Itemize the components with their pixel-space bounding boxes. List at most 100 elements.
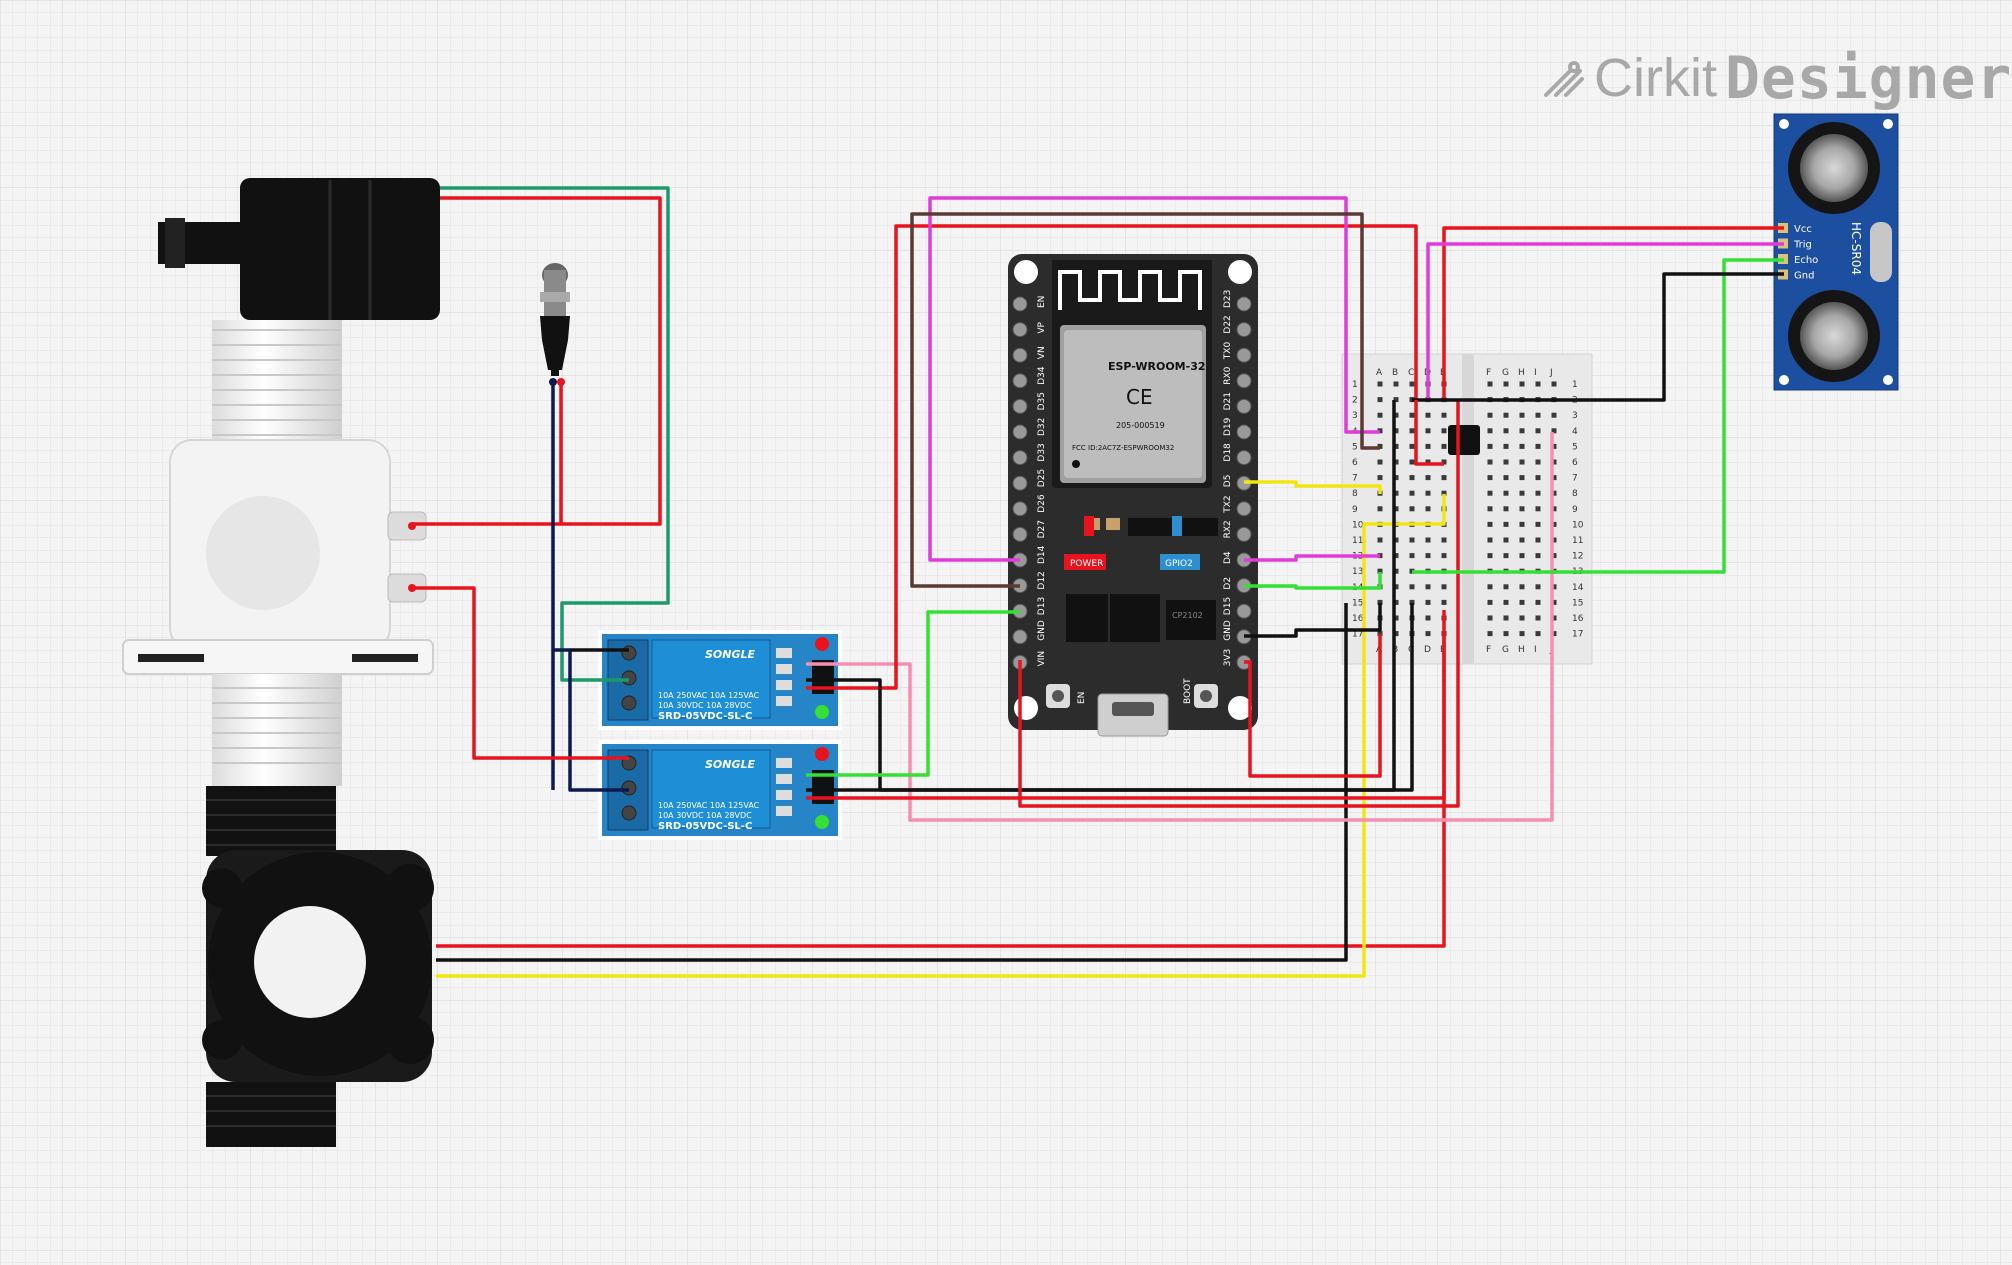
breadboard-hole[interactable] bbox=[1535, 521, 1541, 527]
breadboard-hole[interactable] bbox=[1425, 475, 1431, 481]
esp32-pin-rx0[interactable] bbox=[1236, 373, 1252, 389]
breadboard-hole[interactable] bbox=[1551, 553, 1557, 559]
esp32-pin-tx2[interactable] bbox=[1236, 501, 1252, 517]
esp32-pin-vn[interactable] bbox=[1012, 347, 1028, 363]
breadboard-hole[interactable] bbox=[1377, 537, 1383, 543]
breadboard-hole[interactable] bbox=[1503, 475, 1509, 481]
breadboard-hole[interactable] bbox=[1487, 599, 1493, 605]
breadboard-hole[interactable] bbox=[1409, 584, 1415, 590]
breadboard-hole[interactable] bbox=[1503, 428, 1509, 434]
breadboard-hole[interactable] bbox=[1441, 553, 1447, 559]
breadboard-hole[interactable] bbox=[1503, 506, 1509, 512]
esp32-pin-d15[interactable] bbox=[1236, 603, 1252, 619]
breadboard-hole[interactable] bbox=[1393, 615, 1399, 621]
breadboard-hole[interactable] bbox=[1487, 615, 1493, 621]
breadboard-hole[interactable] bbox=[1393, 631, 1399, 637]
breadboard-hole[interactable] bbox=[1393, 506, 1399, 512]
breadboard-hole[interactable] bbox=[1519, 381, 1525, 387]
breadboard-hole[interactable] bbox=[1393, 584, 1399, 590]
breadboard-hole[interactable] bbox=[1393, 475, 1399, 481]
breadboard-hole[interactable] bbox=[1519, 428, 1525, 434]
breadboard-hole[interactable] bbox=[1535, 615, 1541, 621]
breadboard-hole[interactable] bbox=[1551, 459, 1557, 465]
breadboard-hole[interactable] bbox=[1503, 553, 1509, 559]
breadboard-hole[interactable] bbox=[1503, 537, 1509, 543]
breadboard-hole[interactable] bbox=[1393, 428, 1399, 434]
esp32-pin-d34[interactable] bbox=[1012, 373, 1028, 389]
esp32-pin-d23[interactable] bbox=[1236, 296, 1252, 312]
breadboard-hole[interactable] bbox=[1503, 459, 1509, 465]
breadboard-hole[interactable] bbox=[1409, 490, 1415, 496]
breadboard-hole[interactable] bbox=[1487, 584, 1493, 590]
breadboard-hole[interactable] bbox=[1519, 459, 1525, 465]
breadboard-hole[interactable] bbox=[1441, 459, 1447, 465]
breadboard-hole[interactable] bbox=[1409, 412, 1415, 418]
breadboard-hole[interactable] bbox=[1535, 381, 1541, 387]
breadboard-hole[interactable] bbox=[1377, 381, 1383, 387]
breadboard-hole[interactable] bbox=[1425, 412, 1431, 418]
breadboard-hole[interactable] bbox=[1535, 490, 1541, 496]
breadboard-hole[interactable] bbox=[1487, 459, 1493, 465]
breadboard-hole[interactable] bbox=[1519, 615, 1525, 621]
voltage-regulator[interactable] bbox=[1448, 425, 1480, 455]
breadboard-hole[interactable] bbox=[1393, 599, 1399, 605]
breadboard-hole[interactable] bbox=[1441, 490, 1447, 496]
breadboard-hole[interactable] bbox=[1377, 459, 1383, 465]
esp32-pin-d26[interactable] bbox=[1012, 501, 1028, 517]
breadboard-hole[interactable] bbox=[1519, 553, 1525, 559]
breadboard-hole[interactable] bbox=[1535, 631, 1541, 637]
breadboard-hole[interactable] bbox=[1393, 412, 1399, 418]
breadboard-hole[interactable] bbox=[1441, 412, 1447, 418]
dc-barrel-jack[interactable] bbox=[540, 263, 570, 386]
breadboard-hole[interactable] bbox=[1393, 459, 1399, 465]
breadboard-hole[interactable] bbox=[1551, 475, 1557, 481]
esp32-pin-d33[interactable] bbox=[1012, 450, 1028, 466]
breadboard-hole[interactable] bbox=[1425, 631, 1431, 637]
breadboard-hole[interactable] bbox=[1393, 568, 1399, 574]
breadboard-hole[interactable] bbox=[1503, 490, 1509, 496]
esp32-pin-rx2[interactable] bbox=[1236, 526, 1252, 542]
breadboard-hole[interactable] bbox=[1441, 443, 1447, 449]
solenoid-valve[interactable] bbox=[122, 178, 440, 786]
esp32-pin-gnd[interactable] bbox=[1012, 629, 1028, 645]
esp32-pin-d22[interactable] bbox=[1236, 322, 1252, 338]
breadboard-hole[interactable] bbox=[1425, 428, 1431, 434]
breadboard-hole[interactable] bbox=[1393, 443, 1399, 449]
breadboard-hole[interactable] bbox=[1519, 631, 1525, 637]
breadboard-hole[interactable] bbox=[1487, 381, 1493, 387]
relay-module-1[interactable]: SONGLE 10A 250VAC 10A 125VAC 10A 30VDC 1… bbox=[598, 630, 842, 730]
breadboard-hole[interactable] bbox=[1551, 412, 1557, 418]
breadboard-hole[interactable] bbox=[1393, 490, 1399, 496]
breadboard-hole[interactable] bbox=[1441, 599, 1447, 605]
breadboard-hole[interactable] bbox=[1535, 553, 1541, 559]
breadboard-hole[interactable] bbox=[1551, 584, 1557, 590]
breadboard-hole[interactable] bbox=[1377, 506, 1383, 512]
breadboard-hole[interactable] bbox=[1393, 537, 1399, 543]
breadboard-hole[interactable] bbox=[1409, 475, 1415, 481]
breadboard-hole[interactable] bbox=[1535, 459, 1541, 465]
breadboard-hole[interactable] bbox=[1393, 397, 1399, 403]
breadboard-hole[interactable] bbox=[1441, 537, 1447, 543]
esp32-pin-d35[interactable] bbox=[1012, 398, 1028, 414]
breadboard-hole[interactable] bbox=[1551, 537, 1557, 543]
breadboard-hole[interactable] bbox=[1425, 443, 1431, 449]
breadboard-hole[interactable] bbox=[1393, 381, 1399, 387]
breadboard-hole[interactable] bbox=[1535, 412, 1541, 418]
breadboard-hole[interactable] bbox=[1551, 443, 1557, 449]
breadboard-hole[interactable] bbox=[1519, 506, 1525, 512]
breadboard-hole[interactable] bbox=[1487, 475, 1493, 481]
esp32-pin-vp[interactable] bbox=[1012, 322, 1028, 338]
breadboard-hole[interactable] bbox=[1551, 631, 1557, 637]
breadboard-hole[interactable] bbox=[1441, 475, 1447, 481]
breadboard-hole[interactable] bbox=[1503, 412, 1509, 418]
esp32-pin-d25[interactable] bbox=[1012, 475, 1028, 491]
breadboard-hole[interactable] bbox=[1519, 490, 1525, 496]
breadboard-hole[interactable] bbox=[1551, 615, 1557, 621]
breadboard-hole[interactable] bbox=[1409, 553, 1415, 559]
breadboard-hole[interactable] bbox=[1409, 599, 1415, 605]
breadboard-hole[interactable] bbox=[1551, 506, 1557, 512]
breadboard-hole[interactable] bbox=[1487, 521, 1493, 527]
breadboard-hole[interactable] bbox=[1535, 584, 1541, 590]
breadboard-hole[interactable] bbox=[1519, 412, 1525, 418]
breadboard-hole[interactable] bbox=[1487, 537, 1493, 543]
